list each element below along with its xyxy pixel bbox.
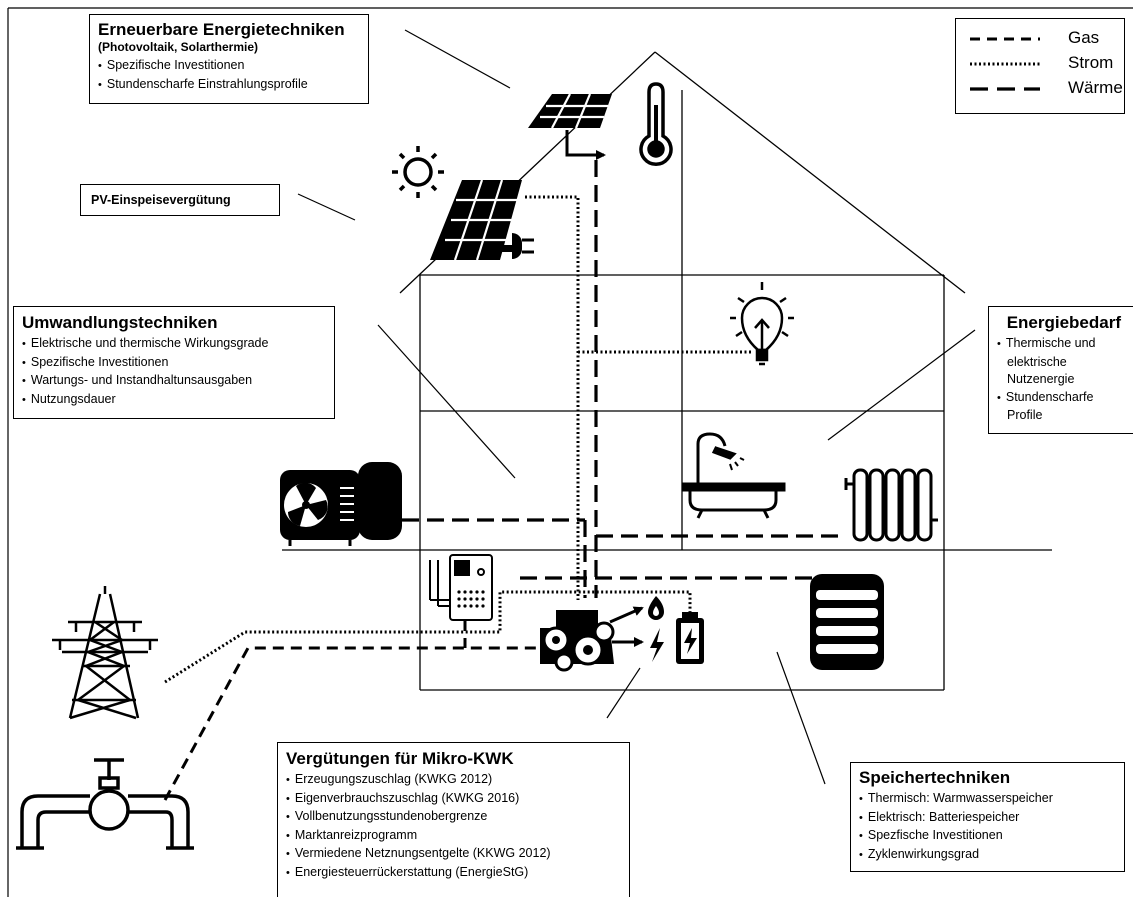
box-speicher: Speichertechniken Thermisch: Warmwassers… (850, 762, 1125, 872)
callout-lines (297, 29, 976, 785)
list-item: Spezifische Investitionen (22, 354, 326, 373)
list-item: Nutzungsdauer (22, 391, 326, 410)
gas-valve-icon (16, 758, 194, 850)
list-item: Eigenverbrauchszuschlag (KWKG 2016) (286, 790, 621, 809)
flame-icon (648, 596, 664, 620)
list-item: Erzeugungszuschlag (KWKG 2012) (286, 771, 621, 790)
list-item: Thermische und elektrische Nutzenergie (997, 335, 1117, 389)
light-bulb-icon (730, 282, 794, 366)
box-umwandlung-title: Umwandlungstechniken (22, 313, 218, 332)
legend-gas-line (970, 37, 1040, 41)
list-item: Thermisch: Warmwasserspeicher (859, 790, 1116, 809)
storage-tank-icon (810, 574, 884, 670)
legend-waerme-label: Wärme (1068, 78, 1123, 97)
box-verguetungen: Vergütungen für Mikro-KWK Erzeugungszusc… (277, 742, 630, 897)
shower-bathtub-icon (682, 432, 786, 519)
legend-strom-label: Strom (1068, 53, 1114, 72)
legend-gas-label: Gas (1068, 28, 1100, 47)
battery-icon (676, 612, 704, 664)
list-item: Marktanreizprogramm (286, 827, 621, 846)
box-erneuerbare-subtitle: (Photovoltaik, Solarthermie) (98, 40, 259, 54)
house-outline (282, 51, 1052, 691)
legend-waerme-line (970, 87, 1040, 91)
list-item: Energiesteuerrückerstattung (EnergieStG) (286, 864, 621, 883)
lightning-icon (650, 628, 664, 662)
list-item: Zyklenwirkungsgrad (859, 846, 1116, 865)
legend-waerme: Wärme (970, 77, 1123, 101)
list-item: Vollbenutzungsstundenobergrenze (286, 808, 621, 827)
list-item: Elektrisch: Batteriespeicher (859, 809, 1116, 828)
legend-gas: Gas (970, 27, 1120, 51)
gas-lines (163, 620, 540, 801)
box-pv: PV-Einspeisevergütung (80, 184, 280, 216)
legend-strom-line (970, 62, 1040, 66)
waerme-lines (402, 160, 840, 598)
sun-icon (392, 146, 444, 198)
radiator-icon (844, 468, 938, 542)
list-item: Wartungs- und Instandhaltunsausgaben (22, 372, 326, 391)
solar-panel-icon (528, 93, 612, 129)
box-erneuerbare: Erneuerbare Energietechniken (Photovolta… (89, 14, 369, 104)
box-erneuerbare-title: Erneuerbare Energietechniken (98, 20, 345, 39)
legend: Gas Strom Wärme (955, 18, 1125, 114)
thermometer-icon (639, 82, 673, 166)
solar-heat-arrow (565, 130, 606, 160)
list-item: Vermiedene Netznungsentgelte (KKWG 2012) (286, 845, 621, 864)
box-energiebedarf: Energiebedarf Thermische und elektrische… (988, 306, 1133, 434)
list-item: Spezifische Investitionen (98, 57, 360, 76)
box-verguetungen-list: Erzeugungszuschlag (KWKG 2012) Eigenverb… (286, 771, 621, 882)
heat-pump-icon (280, 462, 402, 546)
box-energiebedarf-list: Thermische und elektrische Nutzenergie S… (997, 335, 1117, 425)
chp-heat-arrow (609, 606, 644, 624)
box-erneuerbare-list: Spezifische Investitionen Stundenscharfe… (98, 57, 360, 94)
list-item: Stundenscharfe Profile (997, 389, 1117, 425)
boiler-icon (429, 554, 493, 621)
chp-unit-icon (540, 610, 615, 672)
box-speicher-list: Thermisch: Warmwasserspeicher Elektrisch… (859, 790, 1116, 864)
box-energiebedarf-title: Energiebedarf (1006, 313, 1121, 332)
power-pylon-icon (52, 586, 158, 720)
list-item: Elektrische und thermische Wirkungsgrade (22, 335, 326, 354)
strom-lines (164, 195, 752, 684)
pv-panel-plug-icon (430, 179, 534, 261)
box-speicher-title: Speichertechniken (859, 768, 1011, 787)
box-umwandlung-list: Elektrische und thermische Wirkungsgrade… (22, 335, 326, 409)
box-verguetungen-title: Vergütungen für Mikro-KWK (286, 749, 514, 768)
box-umwandlung: Umwandlungstechniken Elektrische und the… (13, 306, 335, 419)
list-item: Spezfische Investitionen (859, 827, 1116, 846)
legend-strom: Strom (970, 52, 1120, 76)
list-item: Stundenscharfe Einstrahlungsprofile (98, 76, 360, 95)
box-pv-title: PV-Einspeisevergütung (91, 193, 231, 207)
